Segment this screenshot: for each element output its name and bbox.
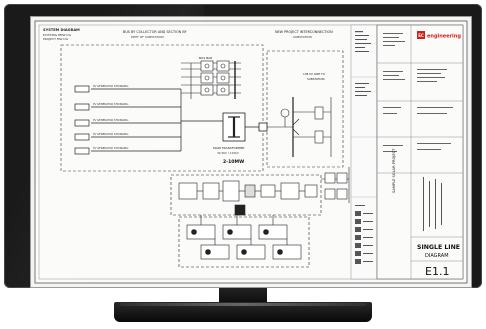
legend-block: SYSTEM DIAGRAM EXISTING 8MW DG PROJECT M… bbox=[43, 28, 80, 41]
control-schematic bbox=[170, 167, 350, 268]
substation-region bbox=[266, 50, 344, 168]
company-logo-mark: EC bbox=[418, 33, 424, 38]
project-name: SAMPLE SOLAR PROJECT bbox=[392, 148, 396, 193]
legend-line-2: PROJECT MW DG bbox=[43, 37, 69, 41]
feeder-label-3: PV GENERATOR STRINGING bbox=[93, 118, 128, 122]
title-block: EC engineering SAMPLE SOLAR PROJECT SING… bbox=[376, 24, 464, 280]
transformer-label: MAIN TRANSFORMER bbox=[213, 146, 244, 150]
electrical-drawing-sheet: SYSTEM DIAGRAM EXISTING 8MW DG PROJECT M… bbox=[34, 20, 468, 284]
bus-bar-label: BUS BAR bbox=[199, 56, 212, 60]
line-sub: SUBSTATION bbox=[307, 77, 324, 81]
feeder-label-1: PV GENERATOR STRINGING bbox=[93, 84, 128, 88]
monitor-stand-neck bbox=[219, 288, 267, 304]
feeder-label-4: PV GENERATOR STRINGING bbox=[93, 132, 128, 136]
company-logo-icon bbox=[417, 31, 425, 39]
collector-region-label: BUS BY COLLECTOR AND SECTION BY bbox=[123, 30, 188, 34]
monitor-stand-base bbox=[114, 302, 372, 322]
feeder-label-5: PV GENERATOR STRINGING bbox=[93, 146, 128, 150]
collector-region bbox=[60, 44, 264, 172]
feeder-label-2: PV GENERATOR STRINGING bbox=[93, 102, 128, 106]
company-name: engineering bbox=[427, 34, 461, 40]
substation-region-sub: SUBSTATION bbox=[293, 35, 312, 39]
monitor-screen: SYSTEM DIAGRAM EXISTING 8MW DG PROJECT M… bbox=[30, 16, 472, 288]
substation-region-label: NEW PROJECT INTERCONNECTION bbox=[275, 30, 333, 34]
notes-column bbox=[350, 24, 378, 280]
legend-title: SYSTEM DIAGRAM bbox=[43, 28, 80, 32]
monitor-stand-highlight bbox=[120, 303, 366, 306]
feeder-lines bbox=[74, 85, 231, 155]
transformer-sub: 34.5KV / 115KV bbox=[217, 151, 239, 155]
drawing-title-line-1: SINGLE LINE bbox=[417, 244, 460, 251]
main-transformer bbox=[222, 112, 268, 142]
sheet-number: E1.1 bbox=[425, 265, 449, 278]
line-label: 138 KV LINE TO bbox=[303, 72, 326, 76]
substation-equipment bbox=[267, 97, 332, 157]
legend-line-1: EXISTING 8MW DG bbox=[43, 33, 72, 37]
combiner-cluster: BUS BAR bbox=[181, 56, 241, 99]
drawing-title-line-2: DIAGRAM bbox=[425, 253, 449, 259]
feeder-labels: PV GENERATOR STRINGING PV GENERATOR STRI… bbox=[93, 84, 128, 150]
transformer-rating: 2-10MW bbox=[223, 159, 244, 165]
collector-region-sub: DEPT OF SUBSTATION bbox=[131, 35, 164, 39]
